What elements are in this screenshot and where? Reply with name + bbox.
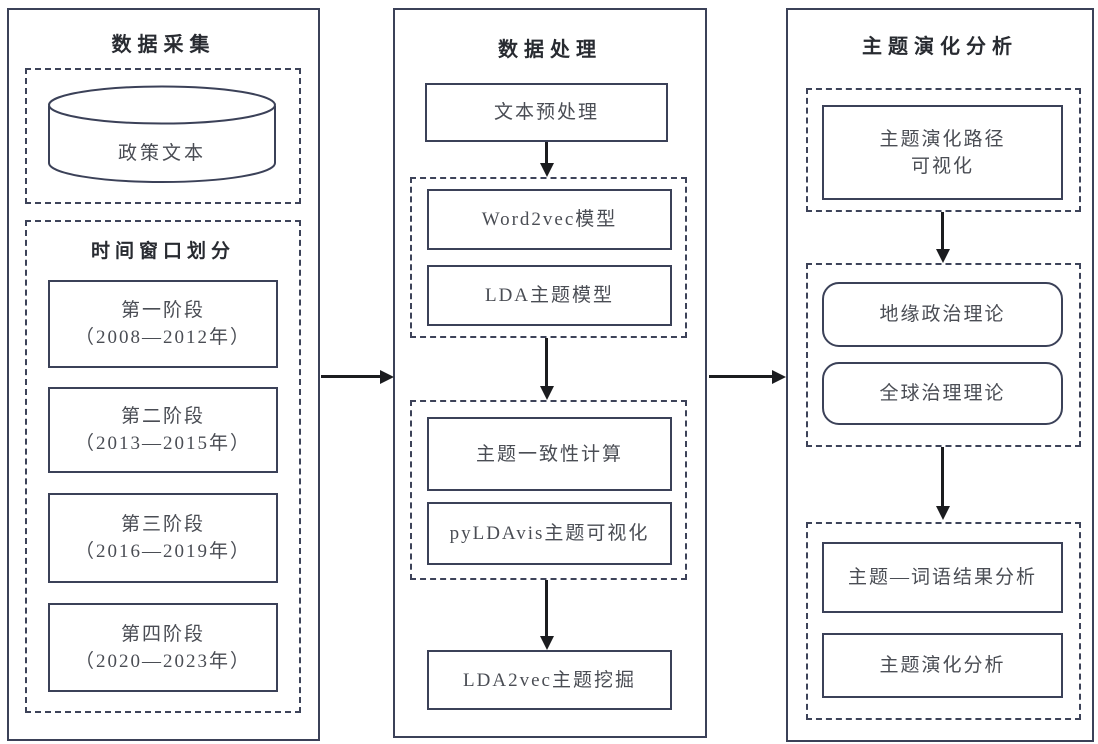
path-viz-box: 主题演化路径 可视化 — [822, 105, 1063, 200]
text-preprocess-label: 文本预处理 — [493, 102, 599, 123]
text-preprocess-box: 文本预处理 — [425, 83, 668, 142]
topic-word-analysis-box: 主题—词语结果分析 — [822, 542, 1063, 613]
stage-3-box: 第三阶段 （2016—2019年） — [48, 493, 278, 583]
geopolitics-theory-label: 地缘政治理论 — [879, 304, 1006, 325]
lda-model-label: LDA主题模型 — [484, 285, 615, 306]
topic-evolution-analysis-label: 主题演化分析 — [879, 655, 1006, 676]
word2vec-box: Word2vec模型 — [427, 189, 672, 250]
stage-1-box: 第一阶段 （2008—2012年） — [48, 280, 278, 368]
lda2vec-label: LDA2vec主题挖掘 — [463, 669, 636, 691]
stage-4-box: 第四阶段 （2020—2023年） — [48, 603, 278, 692]
data-processing-title: 数据处理 — [498, 39, 602, 61]
geopolitics-theory-box: 地缘政治理论 — [822, 282, 1063, 347]
time-window-title: 时间窗口划分 — [90, 241, 235, 262]
global-governance-theory-box: 全球治理理论 — [822, 362, 1063, 425]
lda-model-box: LDA主题模型 — [427, 265, 672, 326]
stage-3-years: （2016—2019年） — [74, 541, 251, 562]
stage-3-name: 第三阶段 — [120, 514, 205, 535]
coherence-box: 主题一致性计算 — [427, 417, 672, 491]
pyldavis-box: pyLDAvis主题可视化 — [427, 502, 672, 565]
stage-2-years: （2013—2015年） — [74, 433, 251, 454]
stage-4-name: 第四阶段 — [120, 623, 205, 645]
stage-2-name: 第二阶段 — [120, 406, 205, 427]
database-label: 政策文本 — [117, 143, 206, 164]
data-collection-title: 数据采集 — [111, 34, 216, 56]
stage-4-years: （2020—2023年） — [74, 650, 251, 672]
database-cylinder-icon — [48, 85, 276, 183]
path-viz-line2: 可视化 — [910, 155, 974, 177]
coherence-label: 主题一致性计算 — [475, 443, 623, 465]
stage-1-name: 第一阶段 — [120, 300, 205, 321]
pyldavis-label: pyLDAvis主题可视化 — [449, 523, 650, 544]
topic-word-analysis-label: 主题—词语结果分析 — [847, 567, 1037, 588]
path-viz-line1: 主题演化路径 — [879, 128, 1006, 150]
stage-1-years: （2008—2012年） — [74, 327, 251, 348]
stage-2-box: 第二阶段 （2013—2015年） — [48, 387, 278, 473]
topic-evolution-analysis-box: 主题演化分析 — [822, 633, 1063, 698]
word2vec-label: Word2vec模型 — [481, 209, 618, 230]
topic-evolution-title: 主题演化分析 — [862, 36, 1018, 58]
lda2vec-box: LDA2vec主题挖掘 — [427, 650, 672, 710]
global-governance-theory-label: 全球治理理论 — [879, 383, 1006, 404]
